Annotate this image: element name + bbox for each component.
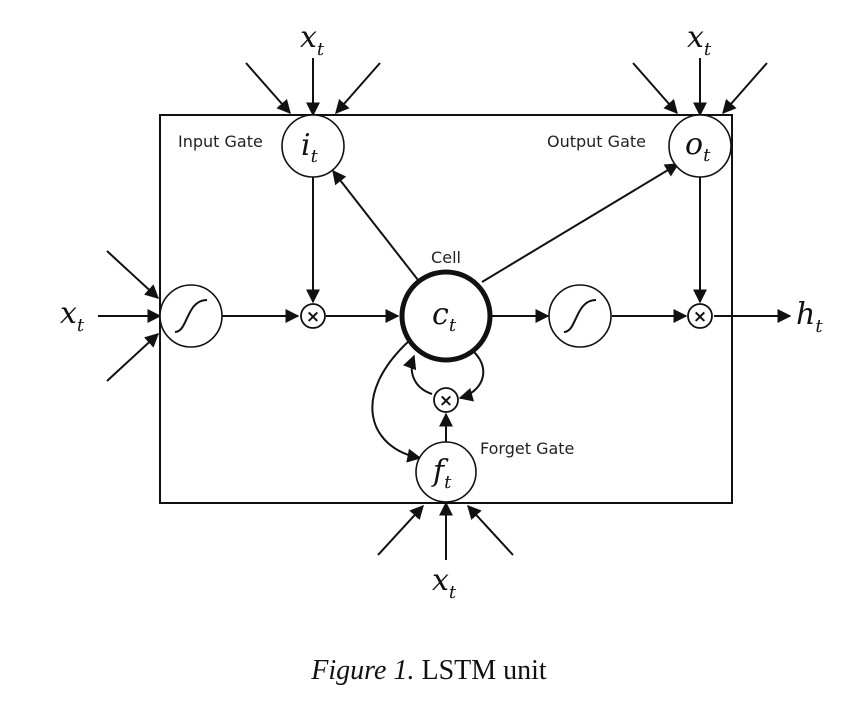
forget-multiply-to-cell-edge [403, 354, 433, 395]
input-squash-node [159, 284, 223, 348]
output-multiply-symbol: × [693, 307, 707, 327]
cell-input-inputs [98, 250, 162, 382]
output-gate-label: Output Gate [547, 132, 646, 151]
output-gate-node [668, 114, 732, 178]
input-squash-sigmoid-icon [174, 299, 208, 333]
cell-input-x-label: xt [60, 296, 85, 336]
output-gate-symbol: ot [685, 127, 711, 166]
figure-number: Figure 1. [311, 655, 415, 686]
cell-to-forget-gate-edge [371, 339, 422, 463]
input-gate-label: Input Gate [178, 132, 263, 151]
figure-title: LSTM unit [414, 655, 547, 686]
cell-to-output-gate-edge [481, 163, 680, 283]
forget-gate-label: Forget Gate [480, 439, 574, 458]
input-gate-inputs [245, 58, 381, 117]
figure-caption: Figure 1. LSTM unit [0, 655, 858, 687]
output-multiply-node [687, 303, 713, 329]
input-gate-node [281, 114, 345, 178]
forget-multiply-node [433, 387, 459, 413]
output-squash-sigmoid-icon [563, 299, 597, 333]
output-gate-x-label: xt [687, 20, 712, 60]
cell-to-input-gate-edge [332, 169, 419, 281]
forget-gate-node [415, 441, 477, 503]
output-gate-inputs [632, 58, 768, 117]
cell-label: Cell [431, 248, 461, 267]
cell-node [399, 269, 493, 363]
input-gate-symbol: it [301, 128, 319, 167]
forget-gate-x-label: xt [432, 563, 457, 603]
output-h-label: ht [796, 297, 823, 337]
input-multiply-symbol: × [306, 307, 320, 327]
forget-gate-inputs [377, 501, 514, 560]
cell-to-forget-multiply-edge [458, 351, 485, 402]
output-squash-node [548, 284, 612, 348]
cell-symbol: ct [432, 297, 457, 336]
forget-multiply-symbol: × [439, 391, 453, 411]
input-multiply-node [300, 303, 326, 329]
input-gate-x-label: xt [300, 20, 325, 60]
